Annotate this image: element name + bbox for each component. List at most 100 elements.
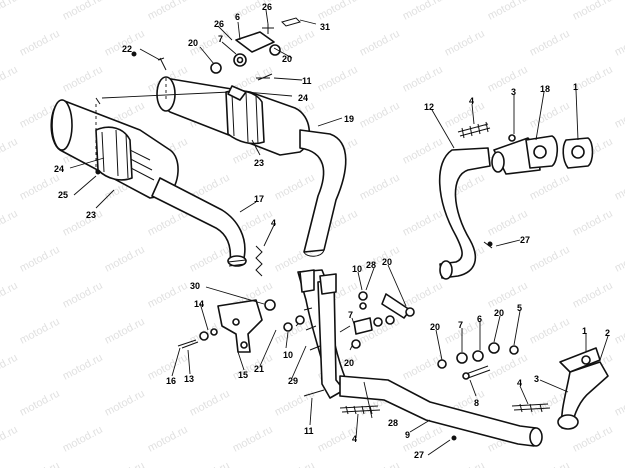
dashed-guide-lines — [95, 78, 231, 176]
watermark-text: motod.ru — [316, 0, 360, 23]
callout-1-a: 1 — [573, 82, 578, 92]
watermark-text: motod.ru — [571, 208, 615, 239]
callout-12: 12 — [424, 102, 434, 112]
watermark-text: motod.ru — [18, 388, 62, 419]
watermark-text: motod.ru — [571, 280, 615, 311]
watermark-text: motod.ru — [486, 352, 530, 383]
callout-1-b: 1 — [582, 326, 587, 336]
watermark-text: motod.ru — [486, 0, 530, 23]
callout-27-a: 27 — [520, 235, 530, 245]
watermark-text: motod.ru — [18, 316, 62, 347]
watermark-text: motod.ru — [358, 172, 402, 203]
watermark-text: motod.ru — [486, 280, 530, 311]
watermark-text: motod.ru — [613, 100, 625, 131]
callout-14: 14 — [194, 299, 204, 309]
callout-16: 16 — [166, 376, 176, 386]
watermark-text: motod.ru — [0, 280, 20, 311]
watermark-text: motod.ru — [103, 244, 147, 275]
watermark-text: motod.ru — [401, 64, 445, 95]
watermark-text: motod.ru — [613, 172, 625, 203]
callout-9: 9 — [405, 430, 410, 440]
watermark-text: motod.ru — [401, 280, 445, 311]
watermark-text: motod.ru — [61, 424, 105, 455]
callout-4-d: 4 — [352, 434, 357, 444]
watermark-text: motod.ru — [528, 460, 572, 468]
rear-header-pipe — [438, 147, 491, 280]
watermark-text: motod.ru — [528, 172, 572, 203]
watermark-text: motod.ru — [571, 424, 615, 455]
callout-10-b: 10 — [283, 350, 293, 360]
watermark-text: motod.ru — [613, 244, 625, 275]
left-connecting-pipe — [151, 177, 247, 267]
upper-mount-hardware — [95, 17, 301, 105]
watermark-text: motod.ru — [528, 316, 572, 347]
callout-20-f: 20 — [344, 358, 354, 368]
watermark-text: motod.ru — [188, 388, 232, 419]
watermark-text: motod.ru — [358, 244, 402, 275]
callout-5: 5 — [517, 303, 522, 313]
callout-24-a: 24 — [298, 93, 308, 103]
callout-17: 17 — [254, 194, 264, 204]
callout-23-a: 23 — [254, 158, 264, 168]
watermark-text: motod.ru — [231, 424, 275, 455]
callout-11-b: 11 — [304, 426, 314, 436]
callout-20-e: 20 — [494, 308, 504, 318]
callout-3-a: 3 — [511, 87, 516, 97]
watermark-text: motod.ru — [273, 28, 317, 59]
callout-6-b: 6 — [477, 314, 482, 324]
callout-28-b: 28 — [388, 418, 398, 428]
watermark-text: motod.ru — [103, 460, 147, 468]
callout-7-c: 7 — [458, 320, 463, 330]
callout-10-a: 10 — [352, 264, 362, 274]
watermark-text: motod.ru — [61, 352, 105, 383]
callout-24-b: 24 — [54, 164, 64, 174]
callout-23-b: 23 — [86, 210, 96, 220]
watermark-text: motod.ru — [613, 460, 625, 468]
watermark-text: motod.ru — [358, 460, 402, 468]
watermark-text: motod.ru — [613, 316, 625, 347]
watermark-text: motod.ru — [528, 244, 572, 275]
callout-7-a: 7 — [218, 34, 223, 44]
callout-2: 2 — [605, 328, 610, 338]
watermark-text: motod.ru — [273, 388, 317, 419]
rear-gasket-flange — [457, 121, 594, 175]
watermark-text: motod.ru — [486, 64, 530, 95]
callout-22: 22 — [122, 44, 132, 54]
watermark-text: motod.ru — [358, 100, 402, 131]
springs — [255, 245, 551, 415]
watermark-text: motod.ru — [528, 28, 572, 59]
watermark-text: motod.ru — [528, 100, 572, 131]
right-connecting-pipe — [299, 129, 347, 257]
watermark-text: motod.ru — [18, 460, 62, 468]
watermark-text: motod.ru — [61, 280, 105, 311]
callout-8: 8 — [474, 398, 479, 408]
watermark-text: motod.ru — [401, 0, 445, 23]
watermark-text: motod.ru — [61, 64, 105, 95]
watermark-text: motod.ru — [571, 0, 615, 23]
watermark-text: motod.ru — [146, 280, 190, 311]
callout-20-c: 20 — [382, 257, 392, 267]
watermark-text: motod.ru — [0, 64, 20, 95]
watermark-text: motod.ru — [401, 136, 445, 167]
watermark-text: motod.ru — [0, 352, 20, 383]
watermark-text: motod.ru — [443, 28, 487, 59]
callout-20-d: 20 — [430, 322, 440, 332]
watermark-text: motod.ru — [0, 424, 20, 455]
watermark-text: motod.ru — [613, 28, 625, 59]
watermark-text: motod.ru — [18, 28, 62, 59]
watermark-text: motod.ru — [0, 136, 20, 167]
callout-29: 29 — [288, 376, 298, 386]
callout-27-b: 27 — [414, 450, 424, 460]
watermark-text: motod.ru — [188, 244, 232, 275]
callout-28-a: 28 — [366, 260, 376, 270]
watermark-text: motod.ru — [486, 208, 530, 239]
watermark-text: motod.ru — [103, 388, 147, 419]
callout-13: 13 — [184, 374, 194, 384]
watermark-text: motod.ru — [103, 316, 147, 347]
lower-exhaust-pipe — [339, 375, 543, 447]
callout-11-a: 11 — [302, 76, 312, 86]
watermark-text: motod.ru — [0, 208, 20, 239]
hardware-parts — [95, 51, 519, 441]
watermark-text: motod.ru — [146, 424, 190, 455]
right-muffler — [156, 76, 310, 156]
